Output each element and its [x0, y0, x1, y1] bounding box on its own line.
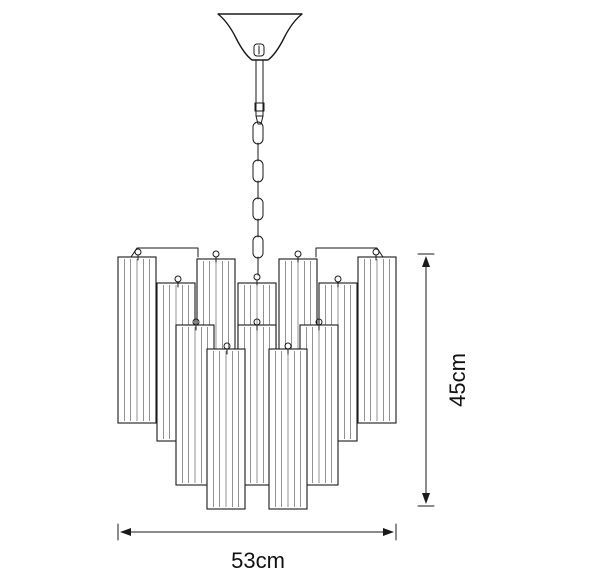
width-label: 53cm — [231, 548, 285, 573]
glass-panel-group — [117, 256, 397, 510]
arrow-right-icon — [383, 528, 394, 536]
width-dimension: 53cm — [117, 523, 397, 573]
height-dimension: 45cm — [417, 253, 470, 507]
glass-panel — [206, 348, 246, 510]
hook-icon — [253, 318, 261, 331]
chain-link — [252, 159, 264, 183]
chain-link — [252, 235, 264, 259]
glass-panel — [268, 348, 308, 510]
arrow-left-icon — [120, 528, 131, 536]
hook-ring — [294, 250, 302, 258]
hook-icon — [284, 342, 292, 355]
downrod — [254, 59, 265, 125]
hook-icon — [192, 318, 200, 331]
hook-icon — [212, 250, 220, 263]
hook-icon — [174, 275, 182, 288]
height-label: 45cm — [445, 353, 470, 407]
chain-link — [252, 197, 264, 221]
hook-ring — [334, 275, 342, 283]
suspension-chain — [252, 121, 264, 276]
ceiling-canopy — [217, 13, 303, 61]
hook-icon — [372, 248, 380, 261]
hook-icon — [334, 275, 342, 288]
glass-panel — [117, 256, 157, 424]
frame-arm — [130, 247, 199, 258]
hook-icon — [315, 318, 323, 331]
hook-icon — [134, 248, 142, 261]
hook-ring — [253, 273, 261, 281]
arrow-down-icon — [422, 493, 430, 504]
hook-icon — [294, 250, 302, 263]
hook-ring — [174, 275, 182, 283]
frame-arm — [315, 247, 384, 258]
hook-icon — [253, 273, 261, 286]
hook-icon — [223, 342, 231, 355]
hook-ring — [212, 250, 220, 258]
panel-hooks — [130, 247, 384, 355]
chain-link — [252, 121, 264, 145]
arrow-up-icon — [422, 256, 430, 267]
glass-panel — [357, 256, 397, 424]
